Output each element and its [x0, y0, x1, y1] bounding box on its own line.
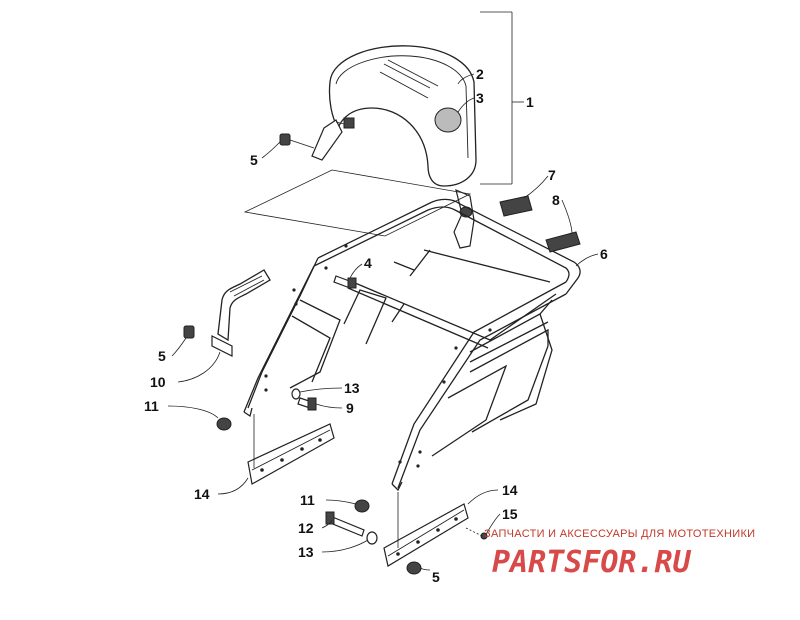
mounting-plate-left [247, 423, 335, 485]
callouts: 1 2 3 4 5 5 5 6 7 8 9 10 11 11 12 13 13 … [144, 66, 608, 585]
watermark-brand: PARTSFOR.RU [492, 545, 692, 580]
watermark-subtitle: ЗАПЧАСТИ И АКСЕССУАРЫ ДЛЯ МОТОТЕХНИКИ [484, 528, 755, 540]
frame-holes [264, 244, 492, 468]
cap-nut-5-top [279, 133, 315, 149]
callout-5-left: 5 [158, 348, 166, 364]
callout-11-right: 11 [300, 492, 315, 508]
callout-13-right: 13 [298, 544, 314, 560]
bolt-12 [325, 511, 365, 537]
backrest-bracket-left [311, 117, 355, 161]
bolt-9 [297, 397, 317, 411]
grab-handle [211, 269, 271, 357]
callout-10: 10 [150, 374, 166, 390]
cap-nut-5-left [183, 325, 195, 339]
washer-13-left [291, 388, 301, 400]
washer-13-right [366, 531, 378, 545]
decal-7 [499, 195, 533, 217]
callout-15: 15 [502, 506, 518, 522]
decal-8 [545, 231, 581, 253]
callout-7: 7 [548, 167, 556, 183]
watermark: ЗАПЧАСТИ И АКСЕССУАРЫ ДЛЯ МОТОТЕХНИКИ PA… [484, 528, 755, 580]
screw-15 [465, 527, 488, 540]
callout-12: 12 [298, 520, 314, 536]
cap-nut-11-left [216, 417, 232, 431]
alignment-lines [253, 11, 524, 548]
mounting-plate-right [383, 503, 469, 567]
cap-nut-5-bottom [406, 561, 422, 575]
cap-nut-11-right [354, 499, 370, 513]
callout-4: 4 [364, 255, 372, 271]
callout-5-bottom: 5 [432, 569, 440, 585]
leader-lines [167, 73, 599, 571]
callout-14-right: 14 [502, 482, 518, 498]
callout-2: 2 [476, 66, 484, 82]
mounting-plane [243, 169, 472, 237]
callout-9: 9 [346, 400, 354, 416]
bolt-4 [333, 275, 357, 289]
rack-frame [243, 198, 581, 492]
callout-1: 1 [526, 94, 534, 110]
callout-11-left: 11 [144, 398, 159, 414]
backrest-cushion [328, 45, 477, 187]
callout-5-top: 5 [250, 152, 258, 168]
callout-14-left: 14 [194, 486, 210, 502]
callout-6: 6 [600, 246, 608, 262]
callout-3: 3 [476, 90, 484, 106]
callout-8: 8 [552, 192, 560, 208]
callout-13-left: 13 [344, 380, 360, 396]
